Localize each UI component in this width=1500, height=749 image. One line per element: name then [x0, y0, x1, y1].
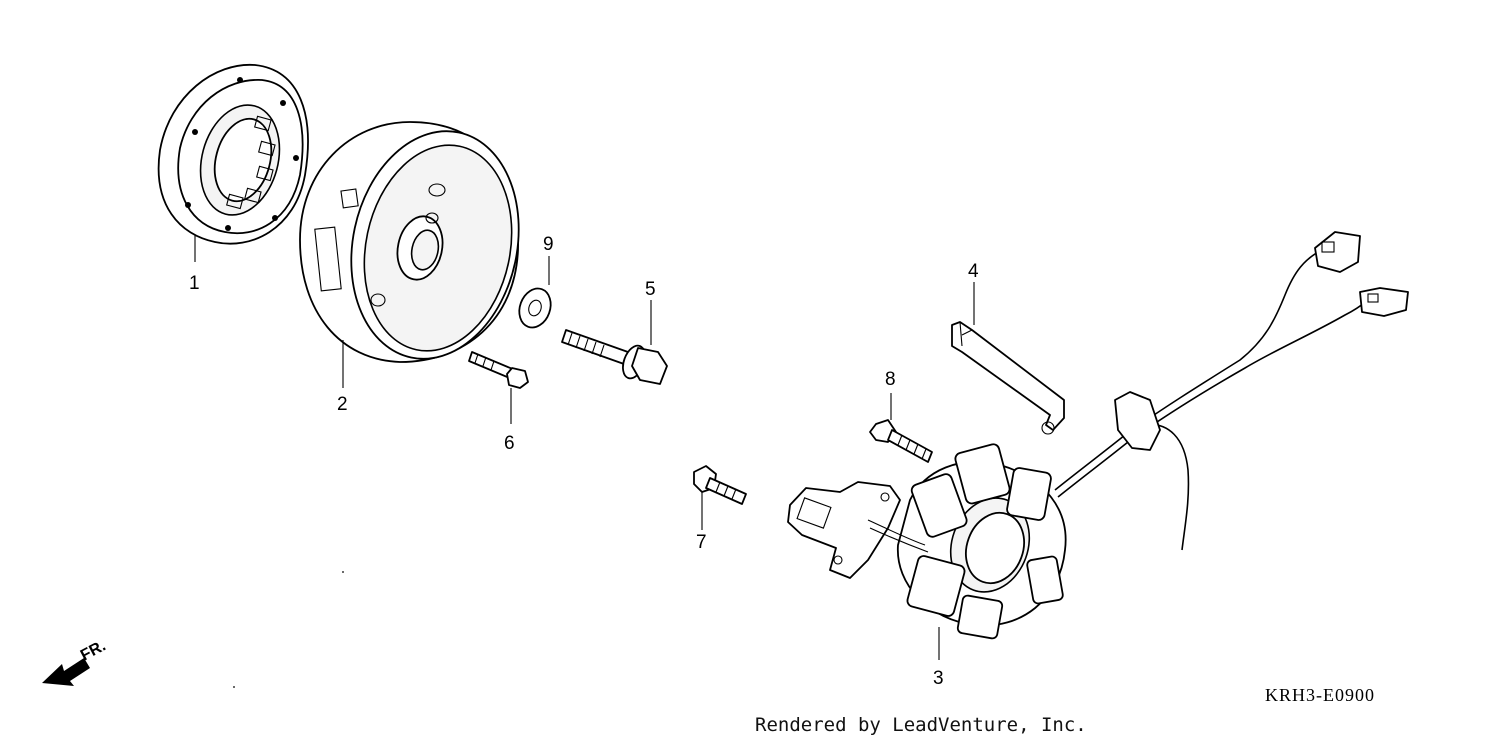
callout-8: 8	[885, 369, 896, 390]
part-3-stator-assembly[interactable]	[787, 231, 1409, 660]
front-direction-marker: FR.	[42, 637, 109, 686]
front-direction-arrow-icon	[42, 658, 90, 686]
callout-7: 7	[696, 532, 707, 553]
part-2-flywheel[interactable]	[299, 115, 539, 388]
callout-4: 4	[968, 261, 979, 282]
part-9-washer[interactable]	[514, 256, 556, 332]
callout-5: 5	[645, 279, 656, 300]
part-8-bolt[interactable]	[869, 393, 933, 463]
callout-9: 9	[543, 234, 554, 255]
part-7-bolt[interactable]	[693, 465, 747, 530]
callout-6: 6	[504, 433, 515, 454]
callout-2: 2	[337, 394, 348, 415]
callout-1: 1	[189, 273, 200, 294]
part-4-bracket[interactable]	[951, 282, 1065, 435]
callout-3: 3	[933, 668, 944, 689]
part-5-flange-bolt[interactable]	[561, 300, 668, 385]
diagram-code: KRH3-E0900	[1265, 685, 1375, 705]
part-1-starter-clutch[interactable]	[157, 64, 309, 262]
footer-credit: Rendered by LeadVenture, Inc.	[755, 714, 1087, 736]
part-6-small-bolt[interactable]	[468, 351, 529, 424]
